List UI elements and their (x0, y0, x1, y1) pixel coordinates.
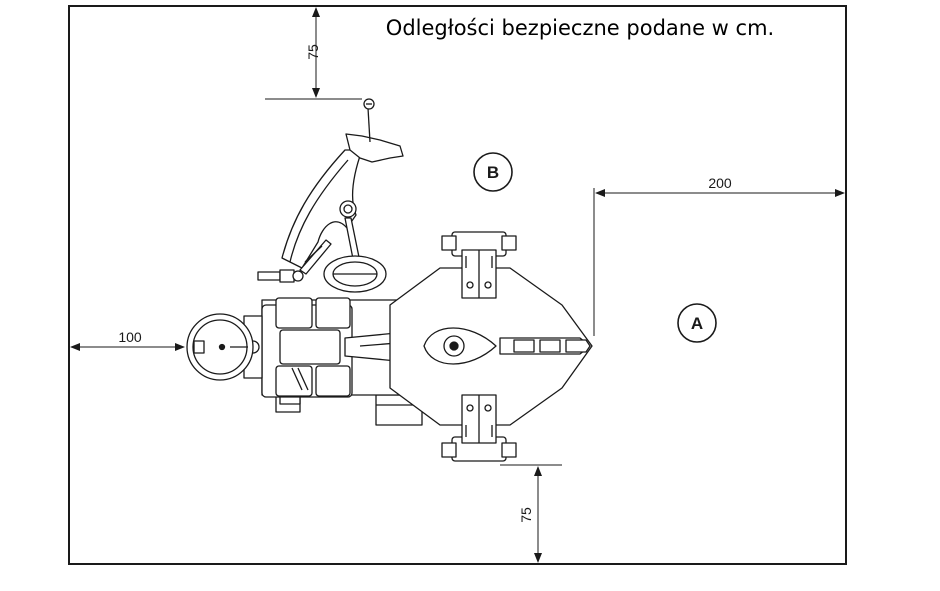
dimension-bottom (500, 464, 562, 563)
dimension-left-label: 100 (118, 329, 142, 345)
dimension-bottom-label: 75 (518, 507, 534, 523)
safety-boundary-frame (68, 5, 847, 565)
dimension-right (593, 188, 845, 336)
dimension-top (265, 7, 362, 100)
zone-b-label: B (487, 163, 499, 182)
dimension-right-label: 200 (708, 175, 732, 191)
mount-arm (281, 149, 363, 269)
zone-b-marker: B (473, 152, 513, 192)
dimension-top-label: 75 (305, 44, 321, 60)
mount-head (345, 133, 404, 163)
zone-a-label: A (691, 314, 703, 333)
diagram-title: Odległości bezpieczne podane w cm. (385, 16, 775, 40)
machine-drawing (186, 98, 593, 462)
zone-a-marker: A (677, 303, 717, 343)
